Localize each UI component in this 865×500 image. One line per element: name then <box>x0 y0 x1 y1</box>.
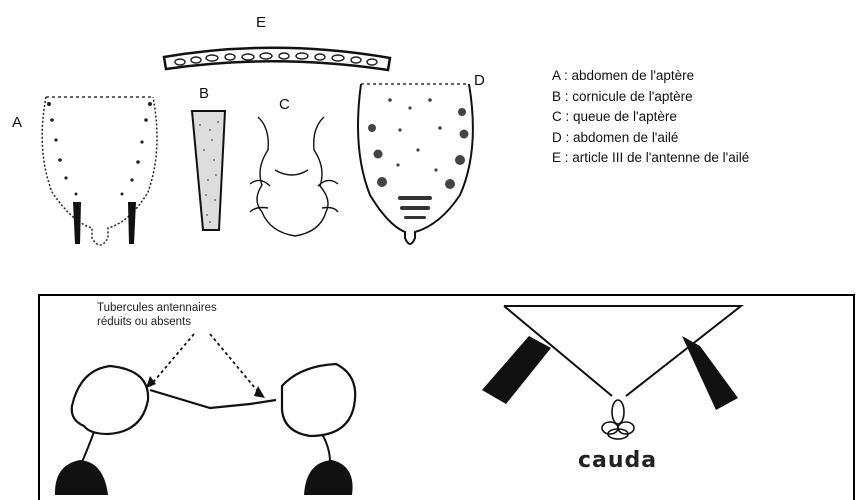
tubercle-annotation: Tubercules antennaires réduits ou absent… <box>97 301 217 329</box>
alate-abdomen-drawing <box>358 84 473 244</box>
label-a: A <box>12 114 22 131</box>
tubercle-annotation-line-1: Tubercules antennaires <box>97 301 217 315</box>
apterous-abdomen-drawing <box>42 97 157 245</box>
label-e: E <box>256 14 266 31</box>
legend: A : abdomen de l'aptère B : cornicule de… <box>552 66 749 169</box>
label-c: C <box>279 96 290 113</box>
label-d: D <box>474 72 485 89</box>
legend-item-b: B : cornicule de l'aptère <box>552 87 749 108</box>
cornicle-drawing <box>192 111 225 230</box>
legend-item-c: C : queue de l'aptère <box>552 107 749 128</box>
apterous-cauda-drawing <box>250 117 338 236</box>
label-b: B <box>199 85 209 102</box>
legend-item-d: D : abdomen de l'ailé <box>552 128 749 149</box>
tubercle-annotation-line-2: réduits ou absents <box>97 315 217 329</box>
legend-item-e: E : article III de l'antenne de l'ailé <box>552 148 749 169</box>
legend-item-a: A : abdomen de l'aptère <box>552 66 749 87</box>
cauda-label: cauda <box>578 448 657 473</box>
antenna-segment-drawing <box>164 48 390 70</box>
